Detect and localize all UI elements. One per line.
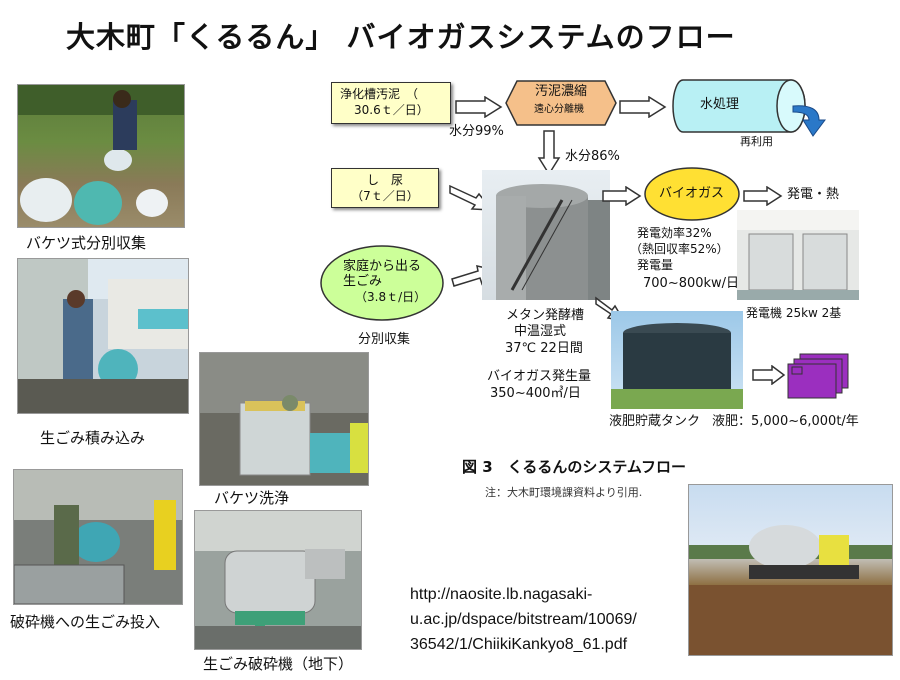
gas-line1: バイオガス発生量 <box>487 369 592 384</box>
photo-bucket-wash <box>199 352 369 486</box>
thickener-shape <box>505 80 617 126</box>
arrow-thickener-to-water <box>619 96 667 118</box>
reuse-label: 再利用 <box>740 135 773 148</box>
sludge-box: 浄化槽汚泥 （ 30.6ｔ／日） <box>331 82 451 124</box>
source-url: http://naosite.lb.nagasaki- u.ac.jp/dspa… <box>410 582 637 657</box>
water86-label: 水分86% <box>565 149 620 164</box>
biogas-oval <box>644 167 740 221</box>
fertilizer-vehicle-photo <box>688 484 893 656</box>
fertilizer-label: 液肥：5,000~6,000t/年 <box>712 414 859 429</box>
arrow-biogas-to-power <box>743 186 783 206</box>
generator-label: 発電機 25kw 2基 <box>746 306 842 320</box>
methane-tank-photo <box>482 170 610 300</box>
caption-crusher-input: 破砕機への生ごみ投入 <box>10 613 161 631</box>
url-line3: 36542/1/ChiikiKankyo8_61.pdf <box>410 636 628 653</box>
photo-crusher-input <box>13 469 183 605</box>
tank-line1: メタン発酵槽 <box>506 308 585 323</box>
figure-caption: 図 3 くるるんのシステムフロー <box>462 458 687 476</box>
arrow-to-fertilizer <box>752 365 786 385</box>
efficiency-line1: 発電効率32% <box>637 226 712 240</box>
night-soil-box: し 尿 （7ｔ／日） <box>331 168 439 208</box>
thickener-line1: 汚泥濃縮 <box>535 84 588 99</box>
arrow-thickener-down <box>537 130 561 176</box>
generation-label: 発電量 <box>637 258 674 272</box>
kitchen-line3: （3.8ｔ/日） <box>355 290 427 304</box>
water-treatment-label: 水処理 <box>700 97 740 112</box>
url-line1: http://naosite.lb.nagasaki- <box>410 586 593 603</box>
tank-line3: 37℃ 22日間 <box>505 341 583 356</box>
caption-bucket-wash: バケツ洗浄 <box>214 489 290 507</box>
kitchen-line1: 家庭から出る <box>343 259 422 274</box>
tank-line2: 中温湿式 <box>514 324 567 339</box>
figure-note: 注：大木町環境課資料より引用. <box>485 486 643 499</box>
night-soil-line1: し 尿 <box>366 173 403 187</box>
kitchen-line2: 生ごみ <box>343 274 383 289</box>
water99-label: 水分99% <box>449 124 504 139</box>
caption-bucket-collection: バケツ式分別収集 <box>26 234 147 252</box>
liquid-tank-photo <box>611 311 743 409</box>
arrow-tank-to-biogas <box>602 186 642 206</box>
arrow-sludge-to-thickener <box>455 96 503 118</box>
photo-bucket-collection <box>17 84 185 228</box>
gas-line2: 350~400㎥/日 <box>490 386 581 401</box>
sludge-line1: 浄化槽汚泥 （ <box>340 87 419 101</box>
fertilizer-icon <box>787 353 849 399</box>
power-heat-label: 発電・熱 <box>787 187 840 202</box>
page-title: 大木町「くるるん」 バイオガスシステムのフロー <box>66 20 736 54</box>
url-line2: u.ac.jp/dspace/bitstream/10069/ <box>410 611 637 628</box>
caption-crusher: 生ごみ破砕機（地下） <box>203 655 354 673</box>
photo-loading <box>17 258 189 414</box>
separate-collection-label: 分別収集 <box>358 332 411 347</box>
photo-crusher <box>194 510 362 650</box>
water-treatment-cylinder <box>672 79 826 137</box>
night-soil-line2: （7ｔ／日） <box>351 189 419 203</box>
efficiency-line2: （熱回収率52%） <box>630 242 729 256</box>
sludge-line2: 30.6ｔ／日） <box>354 103 429 117</box>
kitchen-waste-oval <box>320 245 444 321</box>
generation-value: 700~800kw/日 <box>643 276 740 291</box>
liquid-tank-label: 液肥貯蔵タンク <box>609 414 701 429</box>
caption-loading: 生ごみ積み込み <box>40 429 146 447</box>
thickener-line2: 遠心分離機 <box>534 104 584 115</box>
generator-photo <box>737 210 859 300</box>
biogas-label: バイオガス <box>659 186 725 201</box>
